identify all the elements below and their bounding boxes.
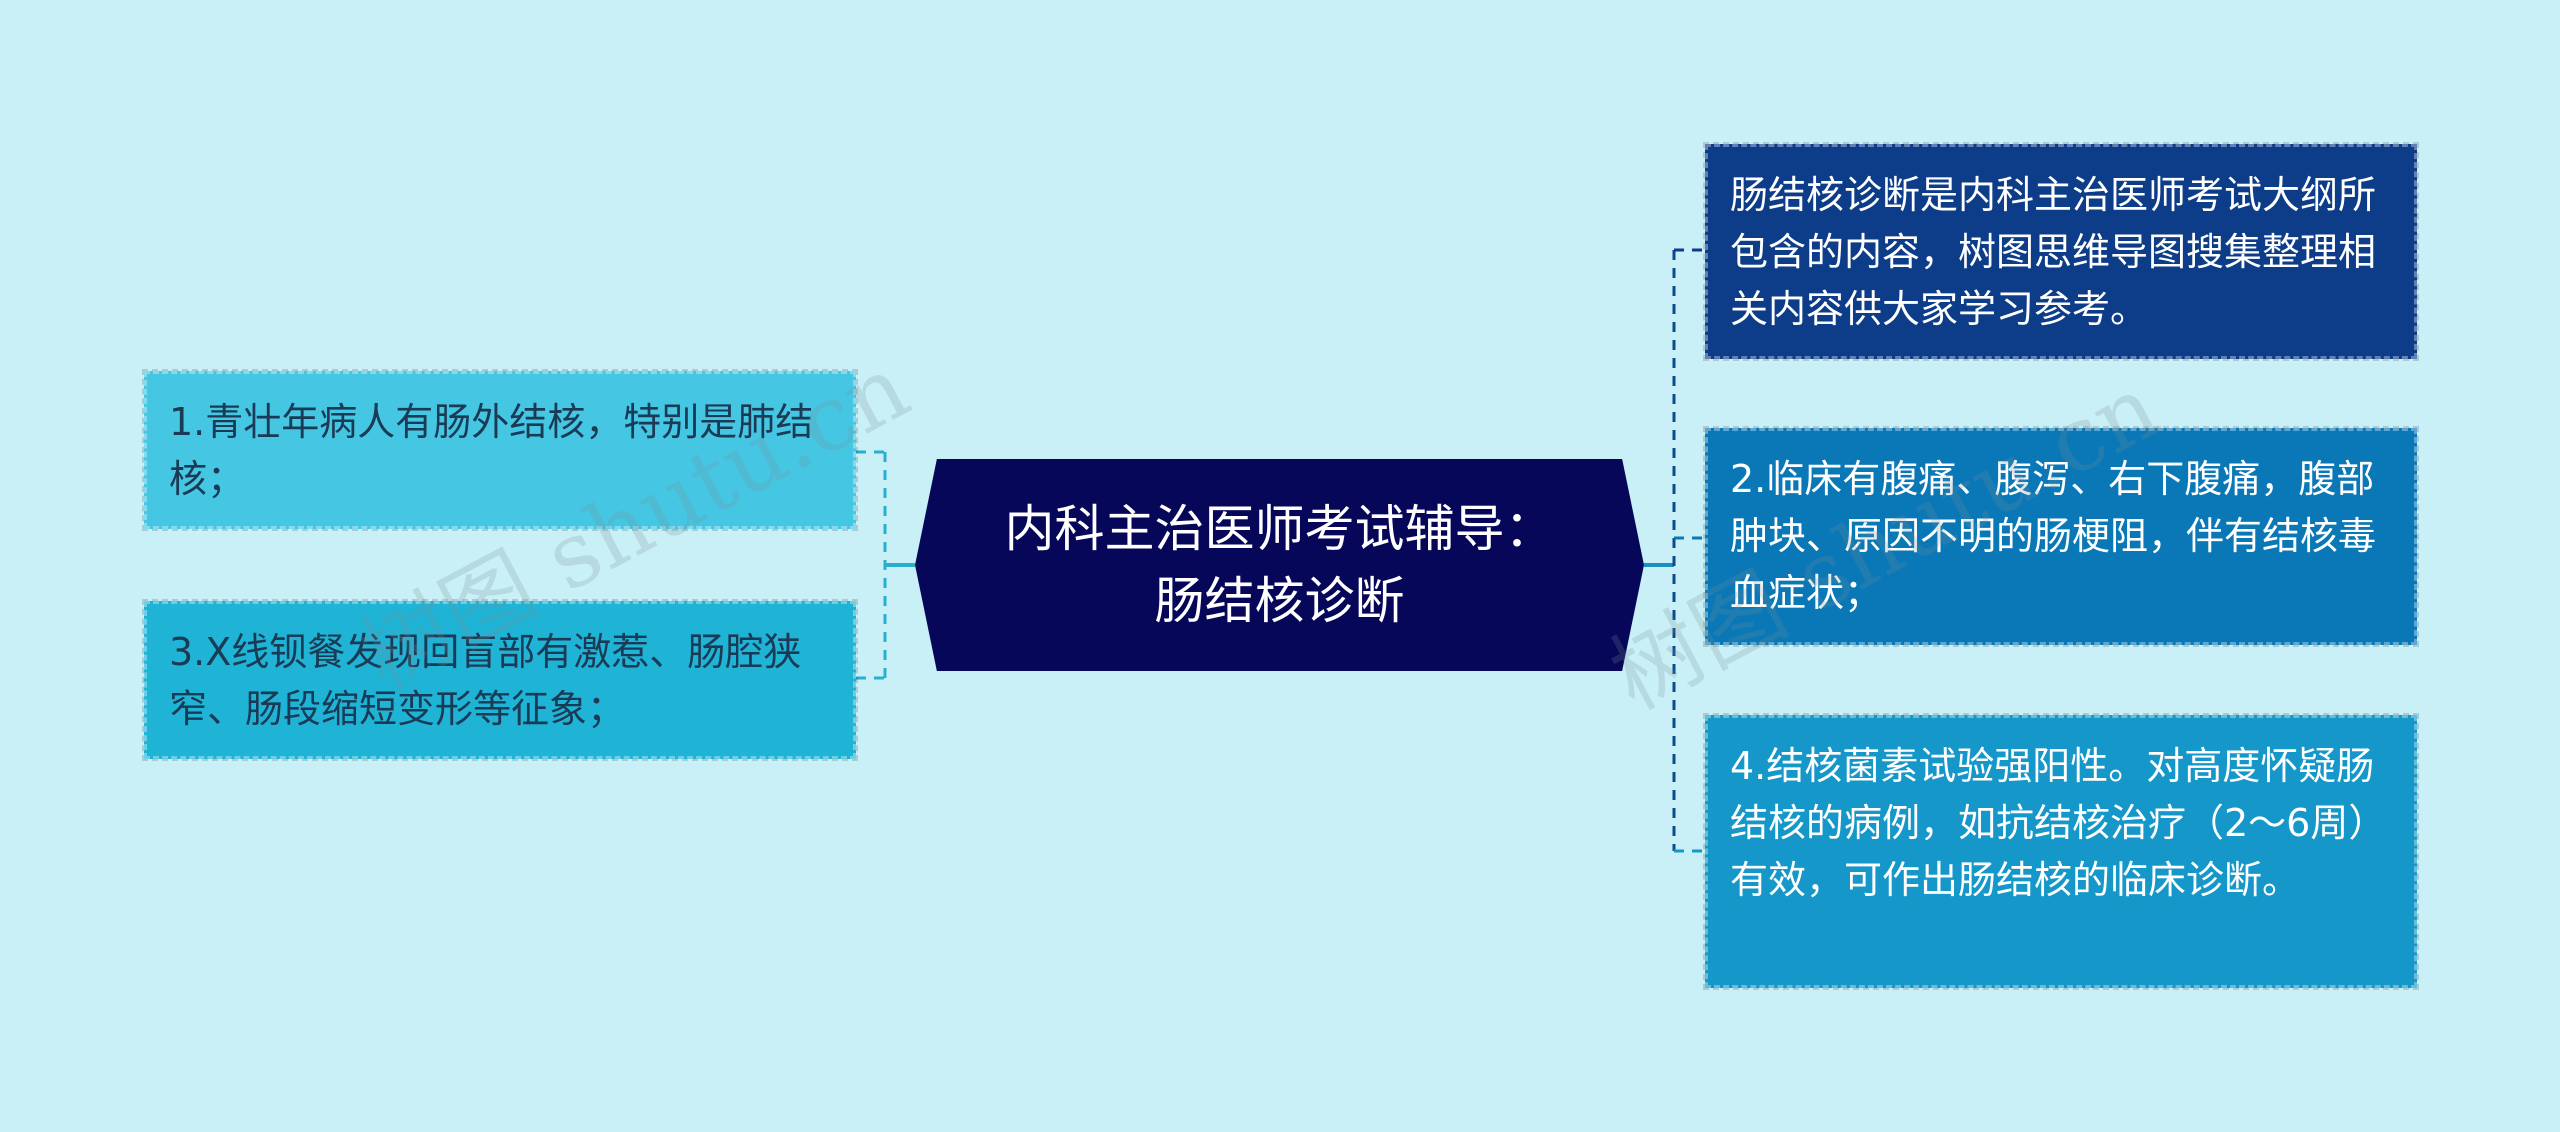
root-title-line1: 内科主治医师考试辅导：: [1004, 500, 1555, 558]
right-node-2[interactable]: 2.临床有腹痛、腹泻、右下腹痛，腹部肿块、原因不明的肠梗阻，伴有结核毒血症状；: [1703, 426, 2419, 647]
node-text: 2.临床有腹痛、腹泻、右下腹痛，腹部肿块、原因不明的肠梗阻，伴有结核毒血症状；: [1730, 457, 2377, 615]
node-text: 3.X线钡餐发现回盲部有激惹、肠腔狭窄、肠段缩短变形等征象；: [169, 630, 802, 731]
node-text: 1.青壮年病人有肠外结核，特别是肺结核；: [169, 400, 814, 501]
right-node-4[interactable]: 4.结核菌素试验强阳性。对高度怀疑肠结核的病例，如抗结核治疗（2～6周）有效，可…: [1703, 713, 2419, 990]
root-node[interactable]: 内科主治医师考试辅导： 肠结核诊断: [915, 459, 1644, 671]
node-text: 肠结核诊断是内科主治医师考试大纲所包含的内容，树图思维导图搜集整理相关内容供大家…: [1730, 173, 2377, 331]
right-node-intro[interactable]: 肠结核诊断是内科主治医师考试大纲所包含的内容，树图思维导图搜集整理相关内容供大家…: [1703, 142, 2419, 361]
left-node-1[interactable]: 1.青壮年病人有肠外结核，特别是肺结核；: [142, 369, 858, 531]
node-text: 4.结核菌素试验强阳性。对高度怀疑肠结核的病例，如抗结核治疗（2～6周）有效，可…: [1730, 744, 2387, 902]
root-title-line2: 肠结核诊断: [1154, 572, 1405, 630]
left-node-3[interactable]: 3.X线钡餐发现回盲部有激惹、肠腔狭窄、肠段缩短变形等征象；: [142, 599, 858, 761]
